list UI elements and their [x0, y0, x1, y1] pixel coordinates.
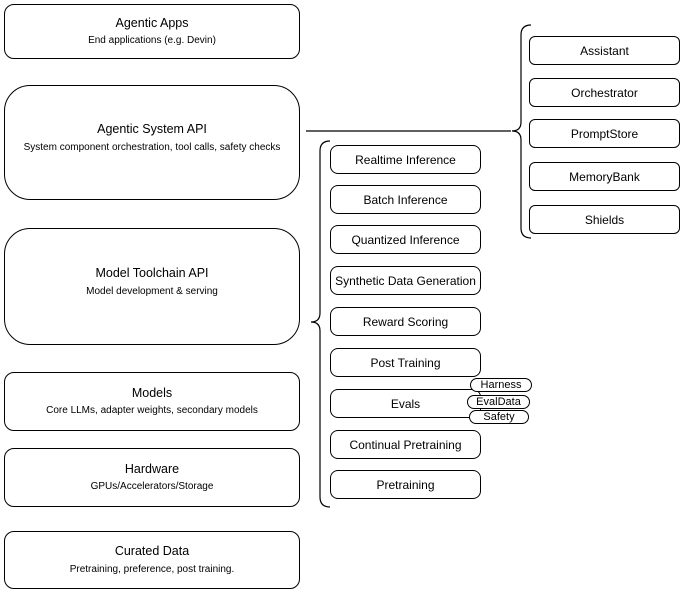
tag-label: Safety	[483, 410, 515, 423]
node-models: Models Core LLMs, adapter weights, secon…	[4, 372, 300, 431]
node-curated-data: Curated Data Pretraining, preference, po…	[4, 531, 300, 589]
node-assistant: Assistant	[529, 36, 680, 65]
node-synthetic-data-generation: Synthetic Data Generation	[330, 266, 481, 295]
node-continual-pretraining: Continual Pretraining	[330, 430, 481, 459]
node-subtitle: End applications (e.g. Devin)	[88, 35, 216, 47]
toolchain-group-brace	[310, 140, 331, 508]
node-label: MemoryBank	[569, 169, 640, 184]
node-label: Quantized Inference	[351, 232, 460, 247]
node-agentic-system-api: Agentic System API System component orch…	[4, 85, 300, 200]
node-quantized-inference: Quantized Inference	[330, 225, 481, 254]
node-label: Synthetic Data Generation	[335, 273, 476, 288]
node-title: Models	[131, 385, 173, 400]
node-label: Post Training	[370, 355, 441, 370]
node-subtitle: System component orchestration, tool cal…	[23, 141, 281, 153]
node-label: Orchestrator	[571, 85, 638, 100]
eval-tag-safety: Safety	[469, 410, 529, 424]
node-evals: Evals	[330, 389, 481, 418]
eval-tag-evaldata: EvalData	[467, 395, 530, 409]
node-title: Hardware	[124, 461, 180, 476]
node-label: Shields	[584, 212, 625, 227]
tag-label: Harness	[480, 378, 522, 391]
tag-label: EvalData	[476, 395, 521, 408]
node-promptstore: PromptStore	[529, 119, 680, 148]
node-label: PromptStore	[570, 126, 639, 141]
node-label: Assistant	[580, 43, 629, 58]
node-hardware: Hardware GPUs/Accelerators/Storage	[4, 448, 300, 507]
node-subtitle: Core LLMs, adapter weights, secondary mo…	[46, 405, 258, 417]
node-label: Batch Inference	[363, 192, 448, 207]
node-subtitle: Pretraining, preference, post training.	[69, 563, 235, 575]
node-reward-scoring: Reward Scoring	[330, 307, 481, 336]
node-subtitle: Model development & serving	[86, 285, 218, 297]
node-label: Pretraining	[376, 477, 435, 492]
node-title: Curated Data	[114, 544, 190, 559]
node-label: Realtime Inference	[355, 152, 456, 167]
node-title: Agentic Apps	[115, 15, 189, 30]
node-pretraining: Pretraining	[330, 470, 481, 499]
node-subtitle: GPUs/Accelerators/Storage	[90, 481, 214, 493]
node-model-toolchain-api: Model Toolchain API Model development & …	[4, 228, 300, 345]
node-label: Continual Pretraining	[349, 437, 462, 452]
node-agentic-apps: Agentic Apps End applications (e.g. Devi…	[4, 4, 300, 59]
node-realtime-inference: Realtime Inference	[330, 145, 481, 174]
node-title: Model Toolchain API	[95, 266, 209, 281]
node-batch-inference: Batch Inference	[330, 185, 481, 214]
node-post-training: Post Training	[330, 348, 481, 377]
eval-tag-harness: Harness	[470, 378, 532, 392]
node-label: Evals	[390, 396, 421, 411]
node-label: Reward Scoring	[362, 314, 449, 329]
node-memorybank: MemoryBank	[529, 162, 680, 191]
node-orchestrator: Orchestrator	[529, 78, 680, 107]
node-shields: Shields	[529, 205, 680, 234]
node-title: Agentic System API	[97, 122, 207, 137]
system-group-brace	[511, 24, 532, 239]
